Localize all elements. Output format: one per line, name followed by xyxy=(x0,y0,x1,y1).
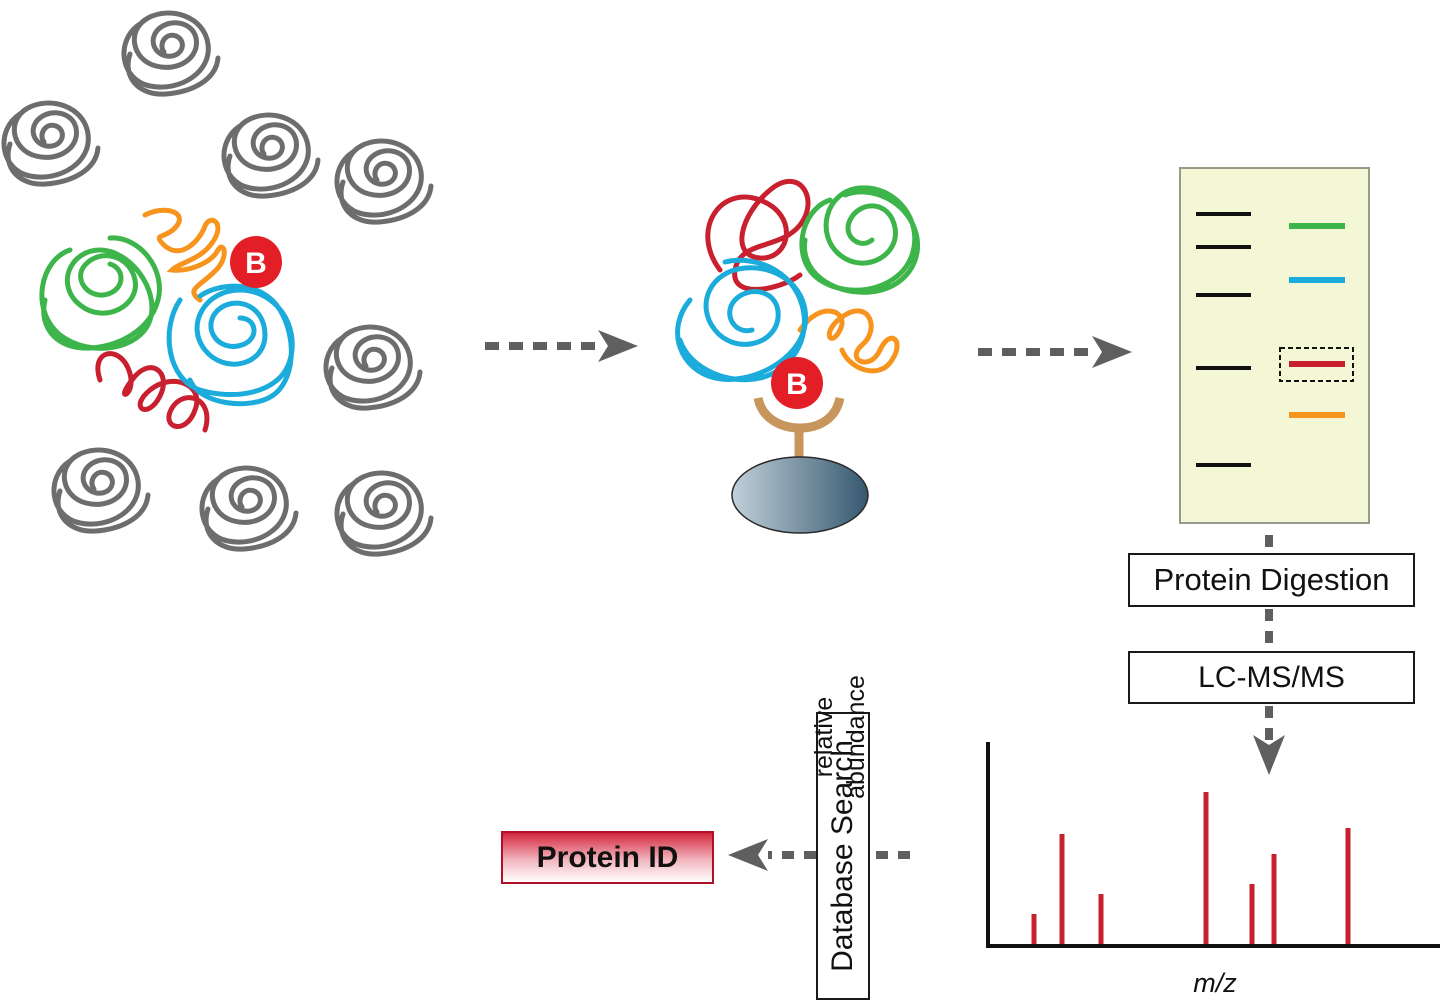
protein-id-result: Protein ID xyxy=(501,831,714,884)
orange-protein xyxy=(797,308,900,374)
gray-protein-coil xyxy=(202,468,296,549)
spectrum-peaks xyxy=(1031,792,1351,944)
gray-protein-coil xyxy=(224,115,318,196)
mass-spectrum xyxy=(986,742,1440,948)
spectrum-x-axis-label: m/z xyxy=(1193,968,1237,998)
dashed-arrow-2 xyxy=(978,336,1132,368)
lc-ms-ms-label: LC-MS/MS xyxy=(1198,660,1345,694)
spectrum-y-axis-label: relative abundance xyxy=(805,617,875,857)
database-search-step: Database Search xyxy=(816,712,870,1000)
biotin-tag xyxy=(230,236,282,288)
gray-protein-coil xyxy=(4,103,98,184)
dashed-arrow-3 xyxy=(728,839,910,871)
excised-band-box xyxy=(1279,347,1354,382)
biotin-label: B xyxy=(786,368,808,401)
biotinylated-complex: B xyxy=(39,207,295,433)
protein-digestion-step: Protein Digestion xyxy=(1128,553,1415,607)
sds-page-gel xyxy=(1179,167,1370,524)
blue-protein xyxy=(675,257,809,383)
gray-protein-coil xyxy=(326,327,420,408)
blue-protein xyxy=(166,283,295,407)
arrow-to-spectrum xyxy=(1253,735,1285,775)
biotin-tag xyxy=(771,357,823,409)
biotin-label: B xyxy=(245,247,267,280)
captured-complex: B xyxy=(675,179,921,534)
sample-lane xyxy=(1289,223,1345,418)
ladder-lane xyxy=(1196,212,1251,467)
y-label-line-2: abundance xyxy=(842,675,870,799)
green-protein xyxy=(799,185,921,295)
red-protein xyxy=(95,351,210,433)
protein-digestion-label: Protein Digestion xyxy=(1153,562,1390,597)
lc-ms-ms-step: LC-MS/MS xyxy=(1128,651,1415,704)
gray-protein-coil xyxy=(337,473,431,554)
gray-protein-coil xyxy=(337,141,431,222)
bead xyxy=(731,456,869,534)
y-label-line-1: relative xyxy=(810,696,838,778)
gray-protein-coil xyxy=(54,450,148,531)
gray-protein-coil xyxy=(124,13,218,94)
dashed-arrow-1 xyxy=(485,330,638,362)
orange-protein xyxy=(142,207,227,303)
protein-id-label: Protein ID xyxy=(536,840,679,874)
green-protein xyxy=(39,235,162,351)
